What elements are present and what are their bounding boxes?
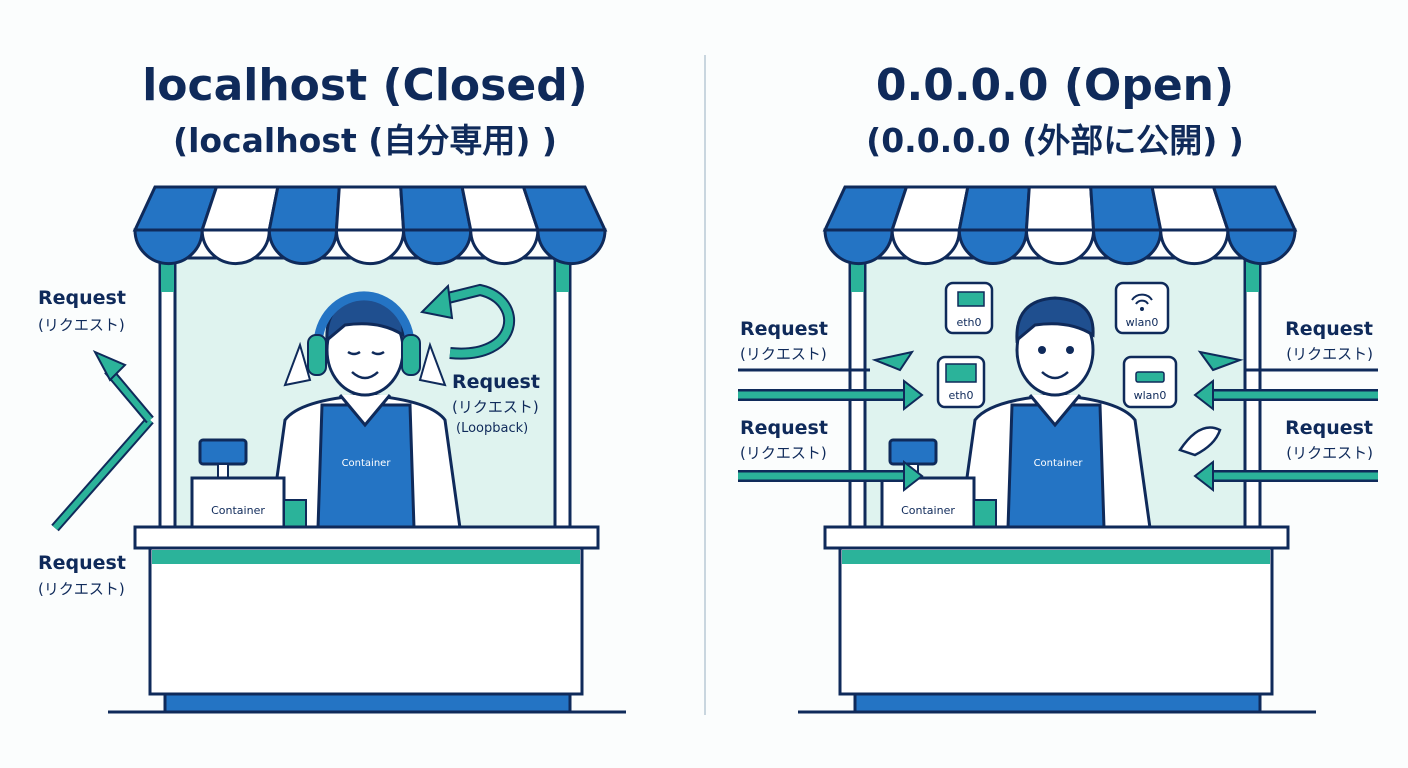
awning-scallop	[1092, 228, 1163, 266]
request-label: Request	[740, 417, 828, 439]
interface-bubble-wlan0: wlan0	[1114, 281, 1170, 335]
headphones-icon	[313, 291, 415, 346]
apron-label: Container	[342, 458, 392, 469]
apron-label: Container	[1034, 458, 1084, 469]
request-label: Request	[1285, 318, 1373, 340]
request-sub: (リクエスト)	[1286, 444, 1373, 462]
counter-body	[148, 546, 584, 696]
loopback-note: (Loopback)	[456, 421, 528, 436]
request-sub: (リクエスト)	[740, 444, 827, 462]
awning-scallop	[267, 228, 338, 266]
counter-base	[853, 692, 1262, 714]
request-sub: (リクエスト)	[1286, 345, 1373, 363]
left-person-headphones	[283, 291, 447, 387]
request-in-sub: (リクエスト)	[38, 580, 125, 598]
awning-stripe	[1211, 185, 1298, 232]
request-label: Request	[1285, 417, 1373, 439]
svg-text:wlan0: wlan0	[1134, 389, 1167, 402]
loopback-label: Request	[452, 371, 540, 393]
router-icon	[1135, 371, 1165, 383]
awning-scallop	[469, 228, 540, 266]
awning-stripe	[1089, 185, 1163, 232]
awning-stripe	[521, 185, 608, 232]
awning-scallop	[133, 228, 204, 266]
right-stall	[798, 185, 1316, 714]
request-arrows	[738, 350, 1378, 493]
svg-text:wlan0: wlan0	[1126, 316, 1159, 329]
register-screen	[198, 438, 248, 466]
counter-top	[133, 525, 600, 550]
network-card-icon	[957, 291, 985, 307]
interface-bubble-eth0: eth0	[944, 281, 994, 335]
awning-scallop	[1226, 228, 1297, 266]
request-label: Request	[740, 318, 828, 340]
counter-base	[163, 692, 572, 714]
interface-bubble-eth0: eth0	[936, 355, 986, 409]
request-out-label: Request	[38, 287, 126, 309]
counter-top	[823, 525, 1290, 550]
stall-post	[553, 256, 572, 530]
counter-body	[838, 546, 1274, 696]
left-title: localhost (Closed)	[142, 60, 588, 111]
awning-scallop	[1159, 228, 1230, 266]
register-label: Container	[211, 504, 265, 517]
register-screen	[888, 438, 938, 466]
interface-bubble-wlan0: wlan0	[1122, 355, 1178, 409]
svg-text:eth0: eth0	[948, 389, 973, 402]
loopback-sub: (リクエスト)	[452, 398, 539, 416]
waving-hand	[1178, 426, 1222, 457]
request-sub: (リクエスト)	[740, 345, 827, 363]
person-hair	[1015, 296, 1095, 344]
right-title: 0.0.0.0 (Open)	[876, 60, 1234, 111]
awning-stripe	[399, 185, 473, 232]
stall-post	[158, 256, 177, 530]
awning-scallop	[334, 228, 406, 265]
awning-scallop	[1024, 228, 1096, 265]
request-in-label: Request	[38, 552, 126, 574]
awning-stripe	[200, 185, 280, 232]
register-label: Container	[901, 504, 955, 517]
awning-scallop	[402, 228, 473, 266]
awning-stripe	[890, 185, 970, 232]
cash-register	[880, 476, 976, 530]
awning-stripe	[957, 185, 1031, 232]
svg-text:eth0: eth0	[956, 316, 981, 329]
network-card-icon	[945, 363, 977, 383]
loopback-arrow	[439, 285, 514, 358]
awning-scallop	[890, 228, 961, 266]
left-stall	[108, 185, 626, 714]
awning-stripe	[1024, 185, 1096, 232]
left-subtitle: (localhost (自分専用) )	[173, 121, 557, 160]
request-out-sub: (リクエスト)	[38, 316, 125, 334]
awning-scallop	[957, 228, 1028, 266]
wifi-icon	[1131, 293, 1153, 305]
right-subtitle: (0.0.0.0 (外部に公開) )	[866, 121, 1244, 160]
request-deflected-arrow	[52, 418, 153, 530]
awning-scallop	[200, 228, 271, 266]
awning-stripe	[334, 185, 406, 232]
awning-stripe	[267, 185, 341, 232]
cash-register	[190, 476, 286, 530]
awning-scallop	[536, 228, 607, 266]
awning-scallop	[823, 228, 894, 266]
